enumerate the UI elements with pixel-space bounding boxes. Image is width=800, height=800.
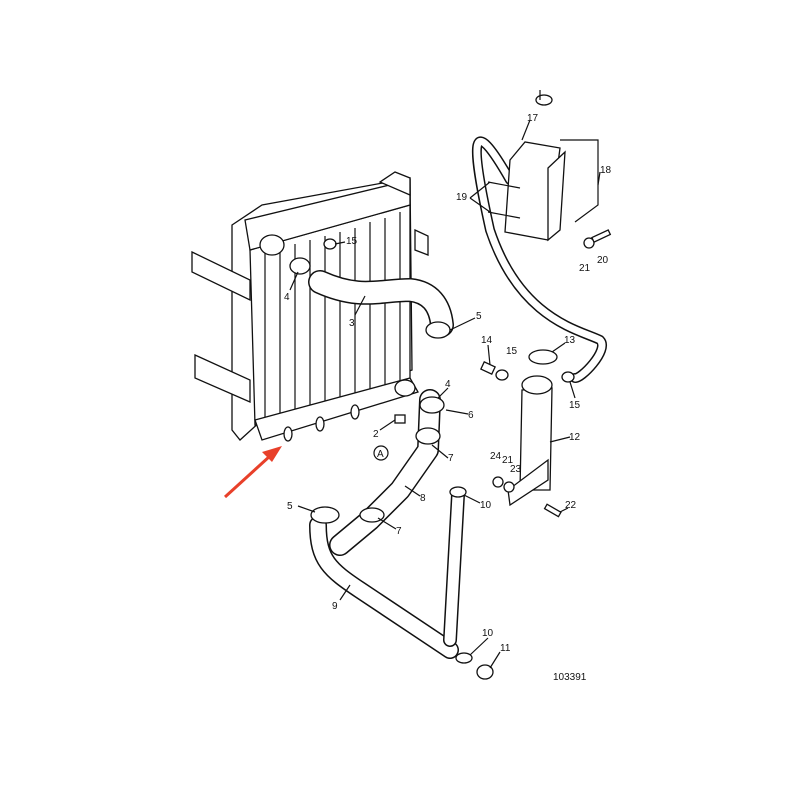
callout: 5 xyxy=(476,311,482,322)
callout: 15 xyxy=(346,236,358,247)
leader-lines xyxy=(289,90,601,669)
detail-a-circle xyxy=(373,445,389,461)
callout: 8 xyxy=(420,493,426,504)
callout: 4 xyxy=(445,379,451,390)
callout: 5 xyxy=(287,501,293,512)
highlight-arrow xyxy=(223,446,282,499)
callout: 2 xyxy=(373,429,379,440)
callout: 11 xyxy=(500,643,511,654)
callout: 21 xyxy=(502,455,514,466)
callout: 15 xyxy=(569,400,581,411)
callout: 23 xyxy=(510,464,522,475)
callout: 15 xyxy=(506,346,518,357)
callout: 17 xyxy=(527,113,539,124)
radiator xyxy=(191,171,429,442)
callout: 20 xyxy=(597,255,609,266)
callout: 9 xyxy=(332,601,338,612)
callout-labels: 17 18 19 15 4 3 5 14 15 13 21 20 15 12 4… xyxy=(284,113,612,683)
upper-hose xyxy=(308,270,454,337)
callout: 3 xyxy=(349,318,355,329)
callout: 24 xyxy=(490,451,502,462)
callout: 18 xyxy=(600,165,612,176)
callout: 12 xyxy=(569,432,581,443)
callout: 19 xyxy=(456,192,468,203)
overflow-tube xyxy=(471,136,607,383)
hose-clamps xyxy=(289,238,575,680)
callout: 14 xyxy=(481,335,493,346)
coolant-tank xyxy=(480,229,612,518)
reference-number: 103391 xyxy=(553,672,587,683)
callout: 7 xyxy=(396,526,402,537)
callout: 6 xyxy=(468,410,474,421)
callout: 7 xyxy=(448,453,454,464)
callout: 13 xyxy=(564,335,576,346)
callout: 10 xyxy=(482,628,494,639)
expansion-tank xyxy=(487,94,599,242)
callout: 22 xyxy=(565,500,577,511)
callout: A xyxy=(377,449,384,460)
callout: 4 xyxy=(284,292,290,303)
callout: 21 xyxy=(579,263,591,274)
callout: 10 xyxy=(480,500,492,511)
